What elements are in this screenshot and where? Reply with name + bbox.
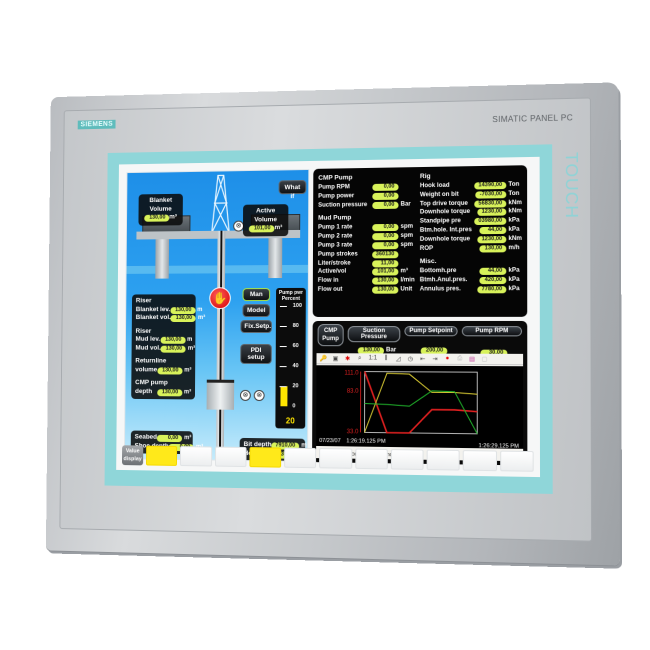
- stopwatch-icon[interactable]: ◷: [407, 356, 414, 363]
- trend-view: 🔑 ▣ ✱ ⌕ 1:1 ⫼ ◿ ◷ ⇤ ⇥ ● ⎙ ▤: [316, 353, 524, 462]
- zoom-icon[interactable]: ⌕: [357, 354, 362, 361]
- svg-text:111.0: 111.0: [344, 370, 359, 376]
- bop-stack: [206, 379, 235, 410]
- edit-icon[interactable]: ◿: [395, 355, 401, 363]
- valve-icon[interactable]: ⊗: [253, 389, 265, 402]
- platform-leg-left: [155, 239, 170, 279]
- svg-text:07/23/07: 07/23/07: [319, 438, 341, 444]
- ruler-icon[interactable]: ⫼: [384, 354, 388, 362]
- one-to-one-icon[interactable]: 1:1: [368, 355, 378, 362]
- platform-leg-right: [268, 238, 283, 279]
- trend-chart[interactable]: 111.0 83.0 33.0 07/23/07 1:26:19.125 PM …: [316, 365, 524, 450]
- function-key-8[interactable]: [390, 449, 424, 470]
- pump-setpoint-button[interactable]: Pump Setpoint: [404, 326, 458, 337]
- model-button[interactable]: Model: [242, 304, 271, 318]
- valve-icon[interactable]: ⊗: [239, 389, 251, 401]
- pdi-setup-button[interactable]: PDI setup: [240, 343, 272, 365]
- svg-text:1:26:29.125 PM: 1:26:29.125 PM: [479, 443, 520, 449]
- export-icon[interactable]: ▢: [481, 356, 488, 363]
- svg-text:1:26:19.125 PM: 1:26:19.125 PM: [346, 438, 386, 445]
- chart-icon[interactable]: ▤: [469, 356, 476, 363]
- gauge-bar: [280, 386, 288, 407]
- active-volume-value: 101,00: [248, 225, 275, 233]
- print-icon[interactable]: ⎙: [457, 355, 463, 362]
- gauge-value: 20: [285, 416, 295, 426]
- svg-text:33.0: 33.0: [347, 429, 360, 435]
- panel-pc-device: SIEMENS SIMATIC PANEL PC TOUCH: [45, 82, 620, 566]
- derrick-icon: [210, 173, 232, 235]
- forward-icon[interactable]: ⇥: [432, 356, 438, 363]
- key-icon[interactable]: 🔑: [319, 355, 328, 362]
- stop-icon[interactable]: ●: [445, 355, 450, 362]
- function-key-6[interactable]: [319, 448, 352, 469]
- function-key-2[interactable]: [180, 446, 212, 467]
- back-icon[interactable]: ⇤: [420, 356, 426, 363]
- device-bezel: SIEMENS SIMATIC PANEL PC TOUCH: [59, 97, 593, 542]
- svg-text:83.0: 83.0: [347, 389, 360, 395]
- riser-pipe: [216, 230, 226, 460]
- function-key-11[interactable]: [499, 450, 534, 472]
- pump-rpm-button[interactable]: Pump RPM: [461, 326, 523, 337]
- emergency-stop-icon[interactable]: ✋: [209, 287, 231, 310]
- function-key-4[interactable]: [249, 447, 282, 468]
- function-key-9[interactable]: [426, 449, 461, 471]
- function-key-7[interactable]: [354, 448, 388, 470]
- trend-chart-svg: 111.0 83.0 33.0 07/23/07 1:26:19.125 PM …: [319, 365, 520, 450]
- touch-label: TOUCH: [561, 151, 582, 220]
- man-button[interactable]: Man: [242, 288, 271, 302]
- fix-setpoint-button[interactable]: Fix.Setp.: [240, 320, 272, 334]
- pump-power-gauge: Pump pwr Percent 100 80 60 40 20 0 20: [275, 287, 306, 429]
- what-if-button[interactable]: What if: [278, 179, 307, 200]
- function-key-1[interactable]: [145, 445, 178, 466]
- function-key-10[interactable]: [463, 450, 497, 472]
- blanket-volume-value: 130,00: [144, 214, 170, 222]
- gauge-scale: 100 80 60 40 20 0: [279, 303, 303, 409]
- trend-toolbar: 🔑 ▣ ✱ ⌕ 1:1 ⫼ ◿ ◷ ⇤ ⇥ ● ⎙ ▤: [316, 353, 524, 366]
- red-alarm-icon[interactable]: ✱: [345, 355, 351, 362]
- trend-line-green: [365, 390, 478, 433]
- function-key-3[interactable]: [214, 446, 247, 468]
- model-label: SIMATIC PANEL PC: [492, 113, 574, 125]
- function-key-5[interactable]: [284, 447, 317, 469]
- screen-icon[interactable]: ▣: [332, 355, 339, 362]
- siemens-logo: SIEMENS: [77, 119, 116, 130]
